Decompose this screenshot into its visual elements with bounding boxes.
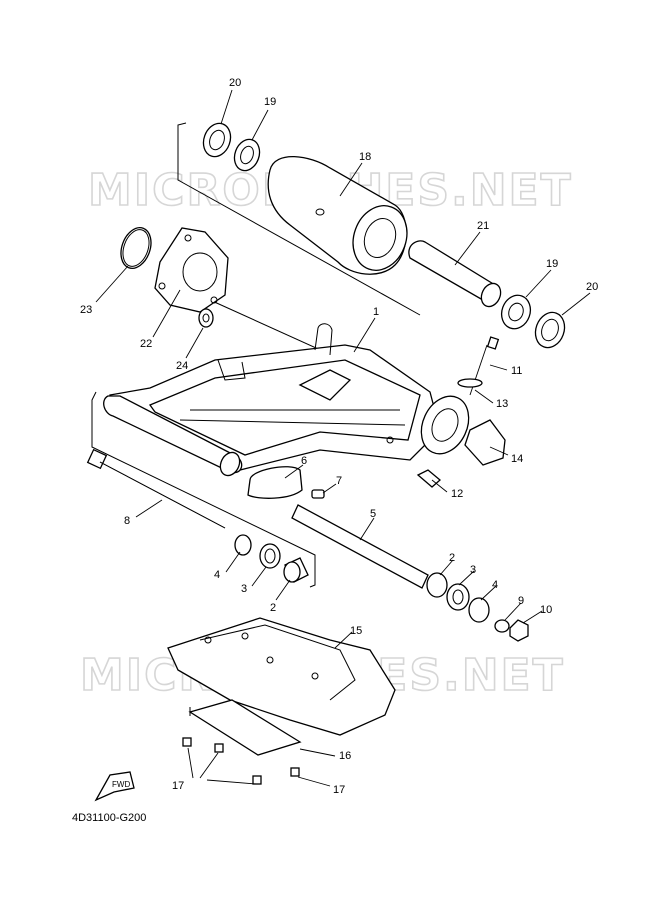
callout-9: 9 [518,595,524,607]
bearing-right [500,294,532,330]
bracket-14 [464,419,506,466]
washer-9 [494,619,510,633]
callout-21: 21 [477,220,489,232]
callout-8: 8 [124,515,130,527]
oil-seal-top [202,122,232,158]
callout-4-right: 4 [492,579,498,591]
callout-19-right: 19 [546,258,558,270]
collar-small [198,308,214,328]
callout-7: 7 [336,475,342,487]
swingarm [103,323,470,477]
callout-12: 12 [451,488,463,500]
callout-18: 18 [359,151,371,163]
callout-2-right: 2 [449,552,455,564]
fwd-arrow-icon: FWD [94,771,135,802]
collar-shaft [291,504,429,589]
collar-sleeve [408,240,502,308]
callout-4-left: 4 [214,569,220,581]
callout-13: 13 [496,398,508,410]
cable-holder-6 [247,466,303,499]
diagram-code: 4D31100-G200 [72,812,147,824]
bolts-17 [182,737,300,785]
bushing-right-2 [426,572,448,598]
leader-lines [95,89,591,787]
callout-5: 5 [370,508,376,520]
callout-3-left: 3 [241,583,247,595]
nut-10 [509,619,529,642]
callout-24: 24 [176,360,188,372]
callout-20-right: 20 [586,281,598,293]
skid-guard [167,617,396,736]
callout-17-right: 17 [333,784,345,796]
callout-20-top: 20 [229,77,241,89]
callout-2-left: 2 [270,602,276,614]
o-ring [120,227,152,269]
callout-17-left: 17 [172,780,184,792]
callout-1: 1 [373,306,379,318]
seal-left-3 [259,543,281,569]
bracket-plate [154,227,229,313]
plate-12 [416,469,442,488]
callout-3-right: 3 [470,564,476,576]
oil-seal-right [534,311,566,349]
callout-23: 23 [80,304,92,316]
pivot-shaft [86,448,226,529]
callout-22: 22 [140,338,152,350]
callout-6: 6 [301,455,307,467]
callout-15: 15 [350,625,362,637]
seal-right-3 [446,583,470,611]
callout-19-top: 19 [264,96,276,108]
callout-16: 16 [339,750,351,762]
plate-16 [188,699,302,756]
washer-13 [457,378,483,388]
bolt-7 [311,489,325,499]
callout-11: 11 [511,365,522,377]
washer-left-4 [234,534,252,556]
fwd-label: FWD [112,780,130,789]
axle-hub [267,156,408,275]
callout-14: 14 [511,453,523,465]
bushing-left-2 [283,557,309,583]
callout-10: 10 [540,604,552,616]
washer-right-4 [468,597,490,623]
